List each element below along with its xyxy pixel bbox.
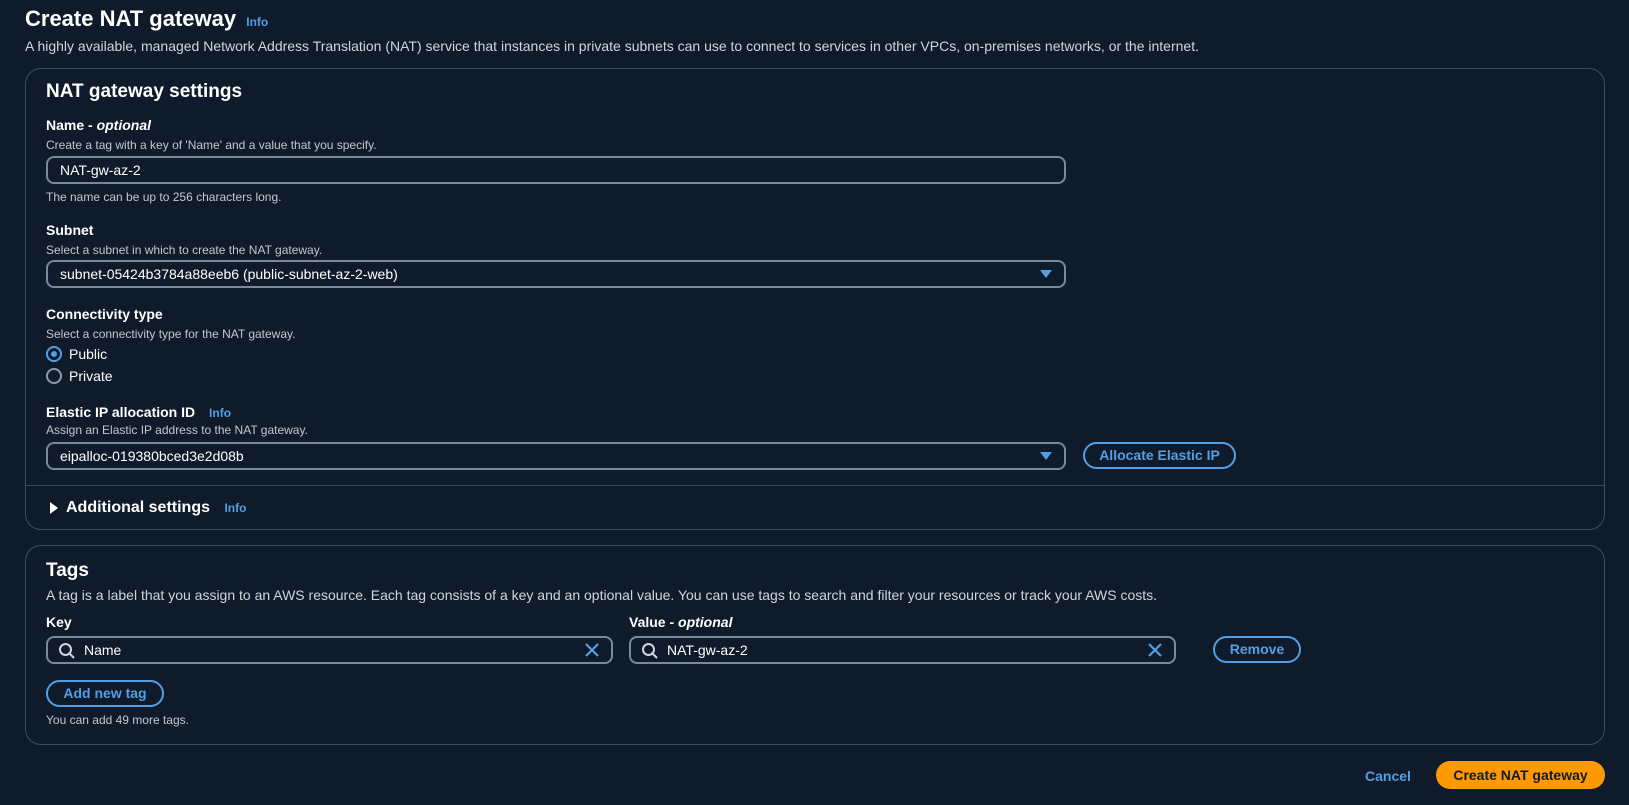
eip-info-link[interactable]: Info bbox=[209, 406, 232, 420]
name-label-text: Name - bbox=[46, 117, 97, 133]
settings-heading: NAT gateway settings bbox=[46, 81, 243, 102]
eip-select[interactable]: eipalloc-019380bced3e2d08b bbox=[46, 442, 1066, 470]
nat-gateway-settings-panel: NAT gateway settings Name - optional Cre… bbox=[25, 68, 1605, 530]
radio-public-label[interactable]: Public bbox=[69, 346, 108, 362]
page-title-text: Create NAT gateway bbox=[25, 6, 237, 31]
tags-remaining: You can add 49 more tags. bbox=[46, 713, 189, 727]
search-icon bbox=[642, 643, 658, 659]
additional-settings-toggle[interactable]: Additional settings Info bbox=[66, 499, 246, 517]
expand-caret-right-icon[interactable] bbox=[50, 502, 58, 514]
tag-key-value[interactable]: Name bbox=[84, 642, 122, 658]
connectivity-description: Select a connectivity type for the NAT g… bbox=[46, 327, 296, 341]
remove-tag-button[interactable]: Remove bbox=[1213, 636, 1301, 663]
eip-label-text: Elastic IP allocation ID bbox=[46, 404, 196, 420]
eip-label: Elastic IP allocation ID Info bbox=[46, 404, 231, 420]
clear-icon[interactable] bbox=[1146, 641, 1164, 659]
eip-description: Assign an Elastic IP address to the NAT … bbox=[46, 423, 308, 437]
clear-icon[interactable] bbox=[583, 641, 601, 659]
cancel-button[interactable]: Cancel bbox=[1365, 768, 1411, 784]
tag-value-value[interactable]: NAT-gw-az-2 bbox=[667, 642, 748, 658]
create-nat-gateway-button[interactable]: Create NAT gateway bbox=[1436, 761, 1605, 789]
search-icon bbox=[59, 643, 75, 659]
tag-value-optional-label: optional bbox=[678, 614, 733, 630]
tag-key-label: Key bbox=[46, 614, 72, 630]
page-title: Create NAT gateway Info bbox=[25, 6, 268, 32]
divider bbox=[26, 485, 1604, 486]
subnet-selected-value: subnet-05424b3784a88eeb6 (public-subnet-… bbox=[60, 266, 398, 282]
name-input[interactable] bbox=[46, 156, 1066, 184]
tags-heading: Tags bbox=[46, 560, 89, 581]
caret-down-icon bbox=[1040, 452, 1052, 460]
additional-settings-label[interactable]: Additional settings bbox=[66, 499, 210, 516]
connectivity-label: Connectivity type bbox=[46, 306, 163, 322]
name-description: Create a tag with a key of 'Name' and a … bbox=[46, 138, 377, 152]
tag-value-label: Value - optional bbox=[629, 614, 732, 630]
subnet-label: Subnet bbox=[46, 222, 94, 238]
page-info-link[interactable]: Info bbox=[246, 15, 269, 29]
eip-selected-value: eipalloc-019380bced3e2d08b bbox=[60, 448, 244, 464]
allocate-elastic-ip-button[interactable]: Allocate Elastic IP bbox=[1083, 442, 1236, 469]
radio-private[interactable] bbox=[46, 368, 62, 384]
subnet-select[interactable]: subnet-05424b3784a88eeb6 (public-subnet-… bbox=[46, 260, 1066, 288]
name-label: Name - optional bbox=[46, 117, 151, 133]
tags-description: A tag is a label that you assign to an A… bbox=[46, 587, 1158, 603]
radio-public[interactable] bbox=[46, 346, 62, 362]
add-new-tag-button[interactable]: Add new tag bbox=[46, 680, 164, 707]
name-optional-label: optional bbox=[96, 117, 152, 133]
tags-panel: Tags A tag is a label that you assign to… bbox=[25, 545, 1605, 745]
tag-value-label-text: Value - bbox=[629, 614, 679, 630]
tag-key-input[interactable]: Name bbox=[46, 636, 613, 664]
name-constraint: The name can be up to 256 characters lon… bbox=[46, 190, 282, 204]
subnet-description: Select a subnet in which to create the N… bbox=[46, 243, 323, 257]
additional-info-link[interactable]: Info bbox=[224, 501, 247, 515]
radio-private-label[interactable]: Private bbox=[69, 368, 113, 384]
caret-down-icon bbox=[1040, 270, 1052, 278]
tag-value-input[interactable]: NAT-gw-az-2 bbox=[629, 636, 1176, 664]
page-description: A highly available, managed Network Addr… bbox=[25, 38, 1199, 54]
